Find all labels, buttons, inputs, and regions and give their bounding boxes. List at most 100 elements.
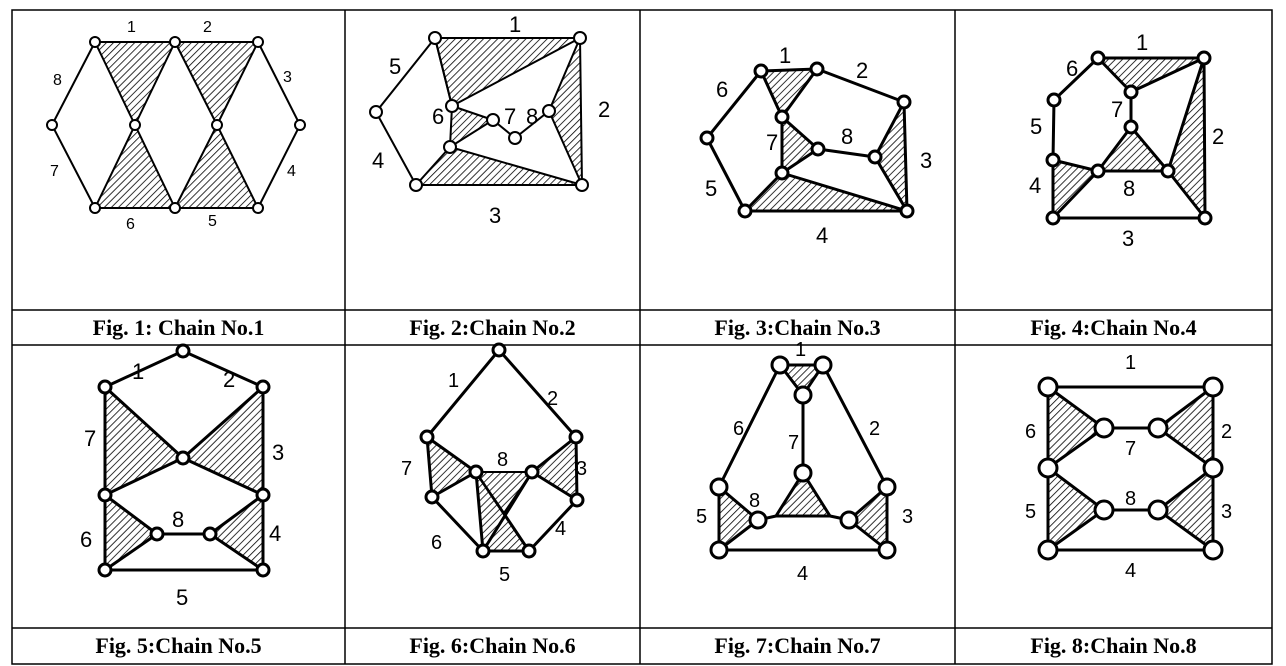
fig6-label-5: 5 xyxy=(499,564,510,586)
fig2-label-1: 1 xyxy=(509,12,521,37)
figure-1-caption: Fig. 1: Chain No.1 xyxy=(92,314,265,340)
fig5-ternary-link-3 xyxy=(181,385,265,497)
fig2-links xyxy=(374,37,583,186)
fig4-label-8: 8 xyxy=(1123,176,1135,201)
fig6-label-8: 8 xyxy=(497,449,508,471)
joint-circle xyxy=(255,487,271,503)
fig6-joints xyxy=(419,342,585,559)
fig7-ternary-link-8 xyxy=(774,471,832,518)
figure-2-caption: Fig. 2:Chain No.2 xyxy=(409,314,576,340)
fig7-links xyxy=(717,363,889,552)
figure-7-diagram: 1 2 3 4 5 6 7 8 xyxy=(696,339,913,585)
joint-circle xyxy=(1147,417,1169,439)
fig6-ternary-link-3 xyxy=(530,435,579,502)
joint-circle xyxy=(486,113,500,127)
joint-circle xyxy=(1202,376,1224,398)
figure-3-diagram: 1 2 3 4 5 6 7 8 xyxy=(699,43,932,248)
fig1-label-4: 4 xyxy=(287,163,296,180)
fig3-label-6: 6 xyxy=(716,77,728,102)
fig1-joints xyxy=(46,36,306,214)
fig5-ternary-link-7 xyxy=(103,385,185,497)
fig7-label-8: 8 xyxy=(749,490,760,512)
fig7-binary-link-2 xyxy=(821,363,889,489)
joint-circle xyxy=(428,31,442,45)
fig3-binary-link-8 xyxy=(816,147,877,159)
fig4-label-7: 7 xyxy=(1111,97,1123,122)
figure-6-caption: Fig. 6:Chain No.6 xyxy=(409,633,576,658)
joint-circle xyxy=(737,203,753,219)
joint-circle xyxy=(813,355,833,375)
fig1-label-3: 3 xyxy=(283,69,292,86)
fig4-ternary-link-1 xyxy=(1096,56,1206,94)
fig4-label-5: 5 xyxy=(1030,114,1042,139)
joint-circle xyxy=(770,355,790,375)
joint-circle xyxy=(1160,163,1176,179)
joint-circle xyxy=(1045,152,1061,168)
fig5-label-3: 3 xyxy=(272,440,284,465)
fig1-label-5: 5 xyxy=(208,213,217,230)
joint-circle xyxy=(89,36,101,48)
joint-circle xyxy=(1037,457,1059,479)
joint-circle xyxy=(793,463,813,483)
fig1-label-1: 1 xyxy=(127,19,136,36)
joint-circle xyxy=(709,540,729,560)
fig5-joints xyxy=(97,343,271,578)
fig2-label-4: 4 xyxy=(372,148,384,173)
fig5-label-4: 4 xyxy=(269,521,281,546)
fig1-ternary-link-5 xyxy=(174,124,259,209)
fig1-ternary-link-1 xyxy=(94,41,176,126)
fig1-binary-links-3-4 xyxy=(257,41,302,209)
fig4-links xyxy=(1051,56,1207,220)
joint-circle xyxy=(202,526,218,542)
joint-circle xyxy=(896,94,912,110)
joint-circle xyxy=(867,149,883,165)
fig8-label-2: 2 xyxy=(1221,421,1232,443)
fig5-label-6: 6 xyxy=(80,527,92,552)
fig2-label-5: 5 xyxy=(389,54,401,79)
fig4-label-3: 3 xyxy=(1122,226,1134,251)
joint-circle xyxy=(709,477,729,497)
fig8-joints xyxy=(1037,376,1224,561)
fig7-label-1: 1 xyxy=(795,339,806,361)
fig6-label-4: 4 xyxy=(555,518,566,540)
joint-circle xyxy=(89,202,101,214)
fig3-binary-link-2 xyxy=(815,67,906,104)
fig2-label-8: 8 xyxy=(526,104,538,129)
joint-circle xyxy=(1037,539,1059,561)
fig6-binary-link-6 xyxy=(430,495,485,553)
joint-circle xyxy=(568,429,584,445)
fig3-links xyxy=(705,67,909,213)
joint-circle xyxy=(97,487,113,503)
fig1-ternary-link-2 xyxy=(174,41,259,126)
joint-circle xyxy=(175,450,191,466)
fig3-ternary-link-3 xyxy=(873,100,909,213)
joint-circle xyxy=(524,464,540,480)
figure-2-diagram: 1 2 3 4 5 6 7 8 xyxy=(369,12,610,228)
fig5-label-2: 2 xyxy=(223,367,235,392)
fig5-ternary-link-6 xyxy=(103,493,159,572)
fig3-label-1: 1 xyxy=(779,43,791,68)
joint-circle xyxy=(169,36,181,48)
fig2-label-6: 6 xyxy=(432,104,444,129)
joint-circle xyxy=(419,429,435,445)
joint-circle xyxy=(793,385,813,405)
fig8-ternary-link-6 xyxy=(1046,385,1106,470)
fig2-binary-links-7-8 xyxy=(492,110,550,140)
joint-circle xyxy=(810,141,826,157)
joint-circle xyxy=(424,489,440,505)
fig6-label-1: 1 xyxy=(448,370,459,392)
figure-1-diagram: 1 2 3 4 5 6 7 8 xyxy=(46,19,306,233)
fig1-label-8: 8 xyxy=(53,72,62,89)
joint-circle xyxy=(877,477,897,497)
joint-circle xyxy=(1045,210,1061,226)
fig1-links xyxy=(50,41,302,209)
figure-5-caption: Fig. 5:Chain No.5 xyxy=(95,633,262,658)
joint-circle xyxy=(369,105,383,119)
fig5-ternary-link-4 xyxy=(208,493,265,572)
fig4-label-4: 4 xyxy=(1029,173,1041,198)
fig8-label-6: 6 xyxy=(1025,421,1036,443)
fig6-label-2: 2 xyxy=(547,388,558,410)
fig4-ternary-link-8 xyxy=(1096,125,1170,173)
joint-circle xyxy=(46,119,58,131)
